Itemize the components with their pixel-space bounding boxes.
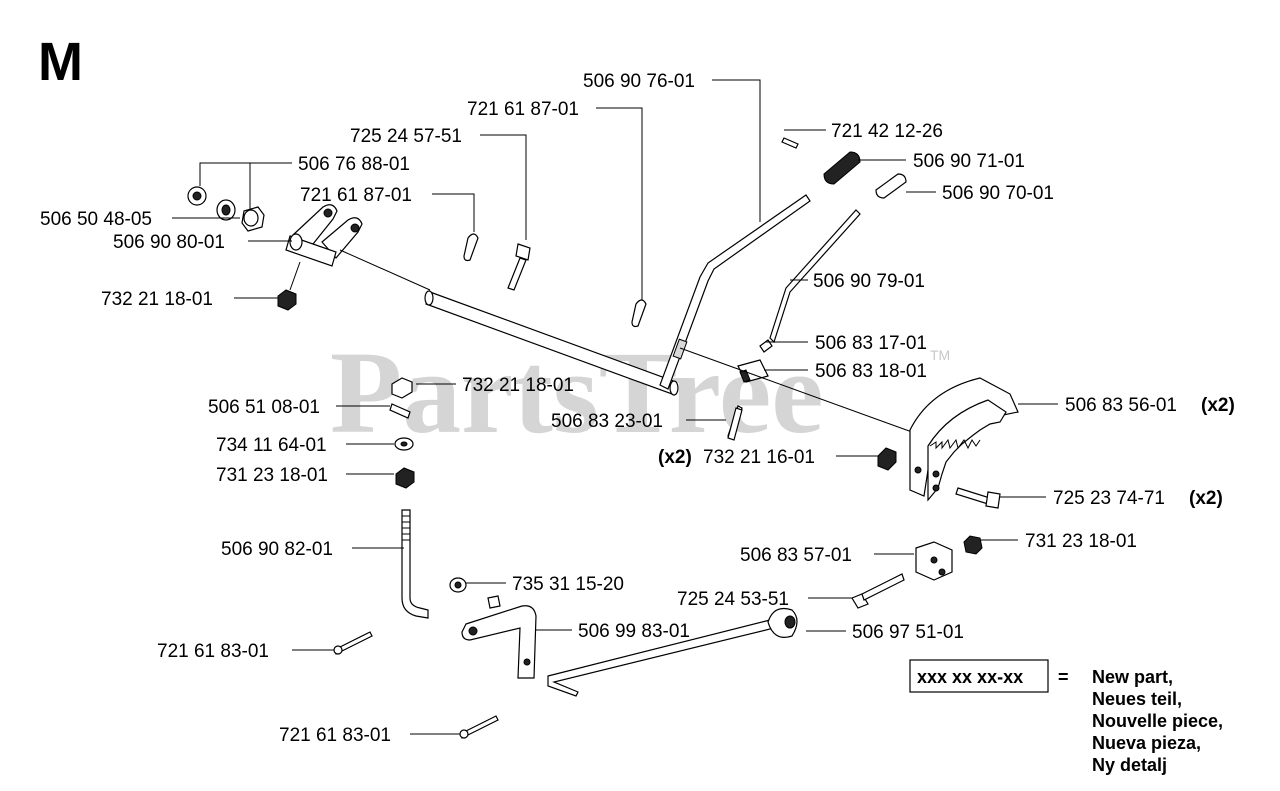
pivot-bracket-illustration — [285, 204, 363, 267]
leader-lines — [172, 79, 1058, 735]
part-number-label: 735 31 15-20 — [512, 574, 624, 595]
legend-box — [909, 659, 1049, 693]
linkage-line-illustration — [339, 249, 431, 291]
part-number-label: 732 21 16-01 — [703, 447, 815, 468]
part-number-label: 734 11 64-01 — [216, 435, 327, 456]
clip-illustration — [449, 577, 467, 593]
part-number-label: 731 23 18-01 — [1025, 531, 1137, 552]
watermark-tm: TM — [930, 347, 950, 363]
legend-line: New part, — [1092, 667, 1173, 687]
nut-illustration — [877, 447, 897, 471]
spring-illustration — [727, 407, 743, 441]
part-number-label: 506 97 51-01 — [852, 622, 964, 643]
quantity-label: (x2) — [658, 447, 692, 468]
part-number-label: 506 83 18-01 — [815, 361, 927, 382]
lever-arm-illustration — [461, 595, 537, 679]
part-number-label: 506 51 08-01 — [208, 397, 320, 418]
bolt-illustration — [955, 487, 1001, 509]
part-number-label: 731 23 18-01 — [216, 465, 328, 486]
part-number-label: 725 24 53-51 — [677, 589, 789, 610]
part-number-label: 506 90 76-01 — [583, 71, 695, 92]
part-number-label: 506 90 70-01 — [942, 183, 1054, 204]
threaded-rod-illustration — [401, 509, 429, 619]
part-number-label: 506 99 83-01 — [578, 621, 690, 642]
legend-line: Nouvelle piece, — [1092, 711, 1223, 731]
part-number-label: 721 61 83-01 — [157, 641, 269, 662]
linkage-line-illustration — [679, 347, 913, 433]
part-number-label: 732 21 18-01 — [462, 375, 574, 396]
part-number-label: 721 61 83-01 — [279, 725, 391, 746]
part-number-label: 725 23 74-71 — [1053, 488, 1165, 509]
legend-line: Ny detalj — [1092, 755, 1167, 775]
part-number-label: 506 76 88-01 — [298, 154, 410, 175]
part-number-label: 506 50 48-05 — [40, 209, 152, 230]
link-rod-illustration — [769, 173, 907, 344]
legend-box-text: xxx xx xx-xx — [917, 667, 1023, 687]
pin-stack-illustration — [389, 377, 415, 489]
nut-illustration — [277, 289, 297, 311]
part-number-label: 506 83 56-01 — [1065, 395, 1177, 416]
part-number-label: 732 21 18-01 — [101, 289, 213, 310]
part-drawings — [187, 137, 1019, 739]
cotter-pin-illustration — [463, 233, 647, 328]
legend-line: Neues teil, — [1092, 689, 1182, 709]
grip-illustration — [781, 137, 861, 185]
part-number-label: 721 61 87-01 — [300, 185, 412, 206]
part-number-label: 506 90 71-01 — [913, 151, 1025, 172]
part-number-label: 506 90 80-01 — [113, 232, 225, 253]
handle-rod-illustration — [659, 194, 811, 390]
bushing-stack-illustration — [187, 186, 265, 232]
part-number-label: 721 42 12-26 — [831, 121, 943, 142]
part-number-label: 506 83 57-01 — [740, 545, 852, 566]
block-illustration — [851, 535, 983, 609]
bottom-link-illustration — [547, 607, 798, 697]
part-labels: 506 90 76-01 721 61 87-01 725 24 57-51 7… — [40, 71, 1235, 746]
part-number-label: 725 24 57-51 — [350, 126, 462, 147]
sector-gear-illustration — [909, 377, 1019, 502]
quantity-label: (x2) — [1189, 488, 1223, 509]
quantity-label: (x2) — [1201, 395, 1235, 416]
legend-equals: = — [1058, 667, 1069, 687]
section-letter: M — [38, 32, 83, 92]
legend: xxx xx xx-xx = New part, Neues teil, Nou… — [909, 659, 1223, 775]
part-number-label: 506 90 82-01 — [221, 539, 333, 560]
bolt-illustration — [507, 243, 531, 291]
part-number-label: 506 83 23-01 — [551, 411, 663, 432]
shaft-illustration — [424, 290, 679, 396]
part-number-label: 506 90 79-01 — [813, 271, 925, 292]
legend-line: Nueva pieza, — [1092, 733, 1201, 753]
part-number-label: 721 61 87-01 — [467, 99, 579, 120]
screw-illustration — [333, 631, 499, 739]
part-number-label: 506 83 17-01 — [815, 333, 927, 354]
